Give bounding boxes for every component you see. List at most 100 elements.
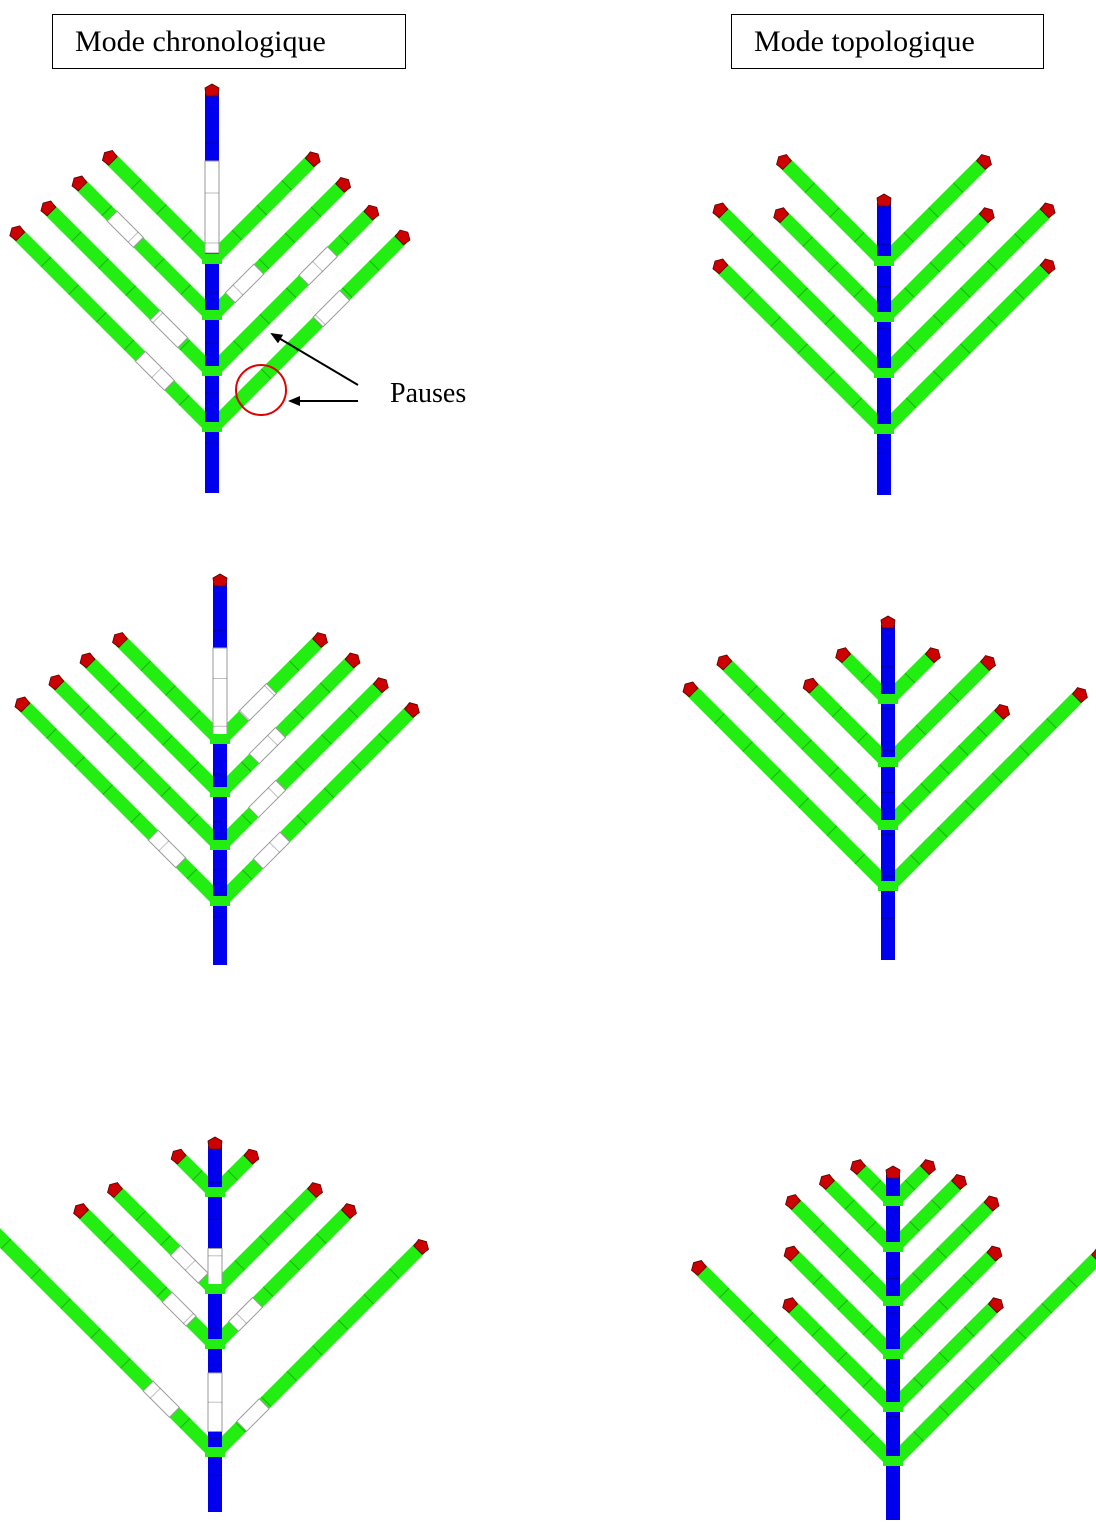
- branch-1-right: [210, 1243, 425, 1458]
- branch-3-right-body: [210, 1186, 319, 1295]
- node-joint: [874, 368, 894, 378]
- node-joint: [883, 1349, 903, 1359]
- branch-2-left: [77, 1207, 220, 1350]
- tree-chrono-3: [0, 1136, 429, 1512]
- tree-topo-2: [682, 615, 1088, 960]
- branch-4-right-body: [879, 158, 988, 267]
- branch-3-left-body: [75, 179, 217, 321]
- trunk-pause: [212, 647, 228, 744]
- trunk: [877, 203, 891, 495]
- branch-3-left: [75, 179, 217, 321]
- branch-3-left: [806, 681, 893, 768]
- trunk: [886, 1175, 900, 1520]
- branch-2-left-apex: [48, 674, 65, 691]
- branch-3-left-pause: [106, 210, 145, 249]
- node-joint: [202, 310, 222, 320]
- plant-trees: [0, 83, 1096, 1520]
- branch-1-left-body: [695, 1264, 898, 1467]
- branch-1-right: [879, 262, 1052, 435]
- node-joint: [202, 422, 222, 432]
- branch-4-left-body: [839, 651, 893, 705]
- branch-2-left: [716, 206, 889, 379]
- branch-4-left-apex: [835, 647, 852, 664]
- trunk-pause: [207, 1247, 223, 1286]
- node-joint: [878, 757, 898, 767]
- branch-4-right: [888, 1199, 996, 1307]
- branch-1-left-pause: [142, 1380, 181, 1419]
- node-joint: [883, 1196, 903, 1206]
- branch-1-right: [207, 233, 407, 433]
- branch-4-right-pause: [238, 682, 278, 722]
- branch-3-right-apex: [978, 207, 995, 224]
- branch-1-right-apex: [394, 229, 411, 246]
- branch-4-right-apex: [924, 647, 941, 664]
- node-joint: [874, 312, 894, 322]
- branch-2-right-apex: [1039, 202, 1056, 219]
- branch-2-right-apex: [372, 677, 389, 694]
- branch-3-left-apex: [107, 1182, 123, 1198]
- branch-4-right: [207, 155, 317, 265]
- branch-1-left: [686, 685, 893, 892]
- tree-topo-3: [691, 1159, 1096, 1520]
- branch-3-right: [888, 1249, 999, 1360]
- trunk-apex: [880, 615, 896, 629]
- branch-3-left-apex: [773, 207, 790, 224]
- tree-topo-1: [712, 154, 1056, 495]
- branch-4-left-apex: [101, 149, 118, 166]
- branch-3-right-apex: [344, 652, 361, 669]
- trunk-pause: [204, 160, 220, 254]
- pause-annotations: [235, 332, 359, 416]
- branch-3-left-body: [806, 681, 893, 768]
- branch-2-right: [879, 206, 1052, 379]
- branch-2-right-apex: [363, 204, 380, 221]
- trunk-apex: [204, 83, 220, 97]
- node-joint: [210, 840, 230, 850]
- branch-1-right-body: [207, 233, 407, 433]
- trunk-body: [881, 625, 895, 960]
- branch-1-right-body: [879, 262, 1052, 435]
- branch-2-right: [210, 1207, 353, 1350]
- branch-3-right-apex: [307, 1182, 323, 1198]
- branch-4-left-apex: [170, 1148, 187, 1165]
- trunk-apex: [212, 573, 228, 587]
- branch-4-left-body: [789, 1198, 898, 1307]
- branch-3-right-body: [888, 1249, 999, 1360]
- trunk-body: [886, 1175, 900, 1520]
- branch-3-left-body: [787, 1249, 898, 1360]
- branch-1-right-body: [215, 706, 416, 907]
- branch-2-right-body: [879, 206, 1052, 379]
- branch-4-right-body: [883, 651, 937, 705]
- branch-5-right-apex: [951, 1174, 967, 1190]
- branch-3-right-apex: [986, 1245, 1003, 1262]
- branch-3-left: [777, 211, 889, 323]
- topological-mode-label: Mode topologique: [754, 24, 975, 58]
- branch-4-left-body: [116, 636, 225, 745]
- branch-2-left-apex: [782, 1297, 799, 1314]
- branch-4-right: [215, 636, 324, 745]
- branch-4-right-apex: [304, 151, 321, 168]
- node-joint: [883, 1296, 903, 1306]
- branch-2-left-apex: [716, 654, 733, 671]
- branch-5-right: [888, 1178, 963, 1253]
- trunk-body: [877, 203, 891, 495]
- trunk-apex: [876, 193, 892, 207]
- chronological-mode-label-box: Mode chronologique: [52, 14, 406, 69]
- branch-3-right: [207, 180, 348, 321]
- branch-5-left-body: [823, 1178, 898, 1253]
- chronological-mode-label: Mode chronologique: [75, 24, 326, 58]
- branch-3-left-apex: [79, 652, 96, 669]
- branch-3-right: [883, 659, 992, 768]
- branch-6-left-apex: [850, 1159, 866, 1175]
- branch-1-left-body: [18, 700, 225, 907]
- branch-3-right-body: [883, 659, 992, 768]
- branch-2-left-apex: [73, 1203, 89, 1219]
- node-joint: [210, 734, 230, 744]
- node-joint: [883, 1402, 903, 1412]
- branch-3-right: [210, 1186, 319, 1295]
- branch-4-left: [789, 1198, 898, 1307]
- branch-1-right: [215, 706, 416, 907]
- branch-1-left-pause: [134, 350, 176, 392]
- branch-2-left: [786, 1301, 898, 1413]
- branch-3-left-body: [83, 656, 225, 798]
- node-joint: [878, 820, 898, 830]
